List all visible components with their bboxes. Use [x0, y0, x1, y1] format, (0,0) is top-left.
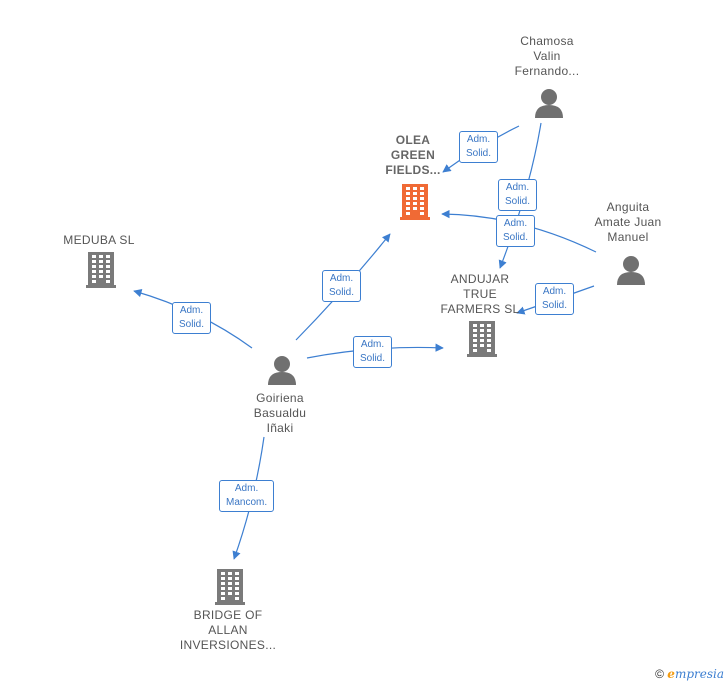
label-line: Goiriena	[256, 391, 304, 405]
label-line: FIELDS...	[385, 163, 441, 177]
label-line: OLEA	[395, 133, 431, 147]
label-line: MEDUBA SL	[63, 233, 135, 247]
edge-label-line: Adm.	[234, 483, 259, 494]
edge-label-line: Solid.	[503, 232, 529, 243]
label-line: Fernando...	[514, 64, 580, 78]
label-line: BRIDGE OF	[193, 608, 263, 622]
copyright-symbol: ©	[655, 667, 664, 681]
label-line: GREEN	[390, 148, 436, 162]
node-anguita-icon[interactable]	[617, 256, 645, 285]
label-line: Chamosa	[520, 34, 574, 48]
node-meduba-label[interactable]: MEDUBA SL	[48, 233, 150, 248]
brand-logo: empresia	[667, 667, 724, 681]
node-chamosa-icon[interactable]	[535, 89, 563, 118]
label-line: Manuel	[607, 230, 649, 244]
edge-label-line: Adm.	[179, 305, 204, 316]
edge-label-anguita-olea[interactable]: Adm. Solid.	[496, 215, 536, 247]
building-windows	[406, 187, 424, 215]
building-windows	[92, 255, 110, 283]
label-line: FARMERS SL	[440, 302, 520, 316]
edge-label-line: Solid.	[179, 319, 205, 330]
edge-label-line: Adm.	[329, 273, 354, 284]
edge-label-line: Adm.	[360, 339, 385, 350]
node-chamosa-label[interactable]: Chamosa Valin Fernando...	[497, 34, 597, 79]
label-line: Amate Juan	[594, 215, 662, 229]
node-anguita-label[interactable]: Anguita Amate Juan Manuel	[582, 200, 674, 245]
label-line: Valin	[533, 49, 561, 63]
footer-credit: © empresia	[655, 667, 724, 681]
edge-label-anguita-andujar[interactable]: Adm. Solid.	[535, 283, 575, 315]
label-line: ANDUJAR	[450, 272, 510, 286]
edge-label-goiriena-meduba[interactable]: Adm. Solid.	[172, 302, 212, 334]
label-line: ALLAN	[208, 623, 248, 637]
edge-label-goiriena-olea[interactable]: Adm. Solid.	[322, 270, 362, 302]
edge-label-line: Solid.	[329, 287, 355, 298]
brand-initial: e	[667, 667, 675, 681]
edge-label-goiriena-bridge[interactable]: Adm. Mancom.	[219, 480, 275, 512]
node-goiriena-icon[interactable]	[268, 356, 296, 385]
label-line: Basualdu	[253, 406, 307, 420]
node-bridge-label[interactable]: BRIDGE OF ALLAN INVERSIONES...	[172, 608, 284, 653]
node-goiriena-label[interactable]: Goiriena Basualdu Iñaki	[234, 391, 326, 436]
edge-label-line: Adm.	[542, 286, 567, 297]
edge-label-line: Mancom.	[226, 497, 268, 508]
building-windows	[221, 572, 239, 600]
edge-label-line: Adm.	[505, 182, 530, 193]
edge-label-line: Solid.	[542, 300, 568, 311]
edge-label-line: Adm.	[466, 134, 491, 145]
label-line: INVERSIONES...	[179, 638, 277, 652]
label-line: Anguita	[606, 200, 650, 214]
brand-rest: mpresia	[674, 667, 724, 681]
edge-label-line: Solid.	[466, 148, 492, 159]
edge-label-chamosa-andujar[interactable]: Adm. Solid.	[498, 179, 538, 211]
building-windows	[473, 324, 491, 352]
node-olea-label[interactable]: OLEA GREEN FIELDS...	[366, 133, 460, 178]
edge-label-goiriena-andujar[interactable]: Adm. Solid.	[353, 336, 393, 368]
edge-label-line: Adm.	[503, 218, 528, 229]
edge-label-line: Solid.	[505, 196, 531, 207]
edge-label-chamosa-olea[interactable]: Adm. Solid.	[459, 131, 499, 163]
node-andujar-label[interactable]: ANDUJAR TRUE FARMERS SL	[430, 272, 530, 317]
label-line: TRUE	[463, 287, 497, 301]
edge-label-line: Solid.	[360, 353, 386, 364]
label-line: Iñaki	[266, 421, 294, 435]
